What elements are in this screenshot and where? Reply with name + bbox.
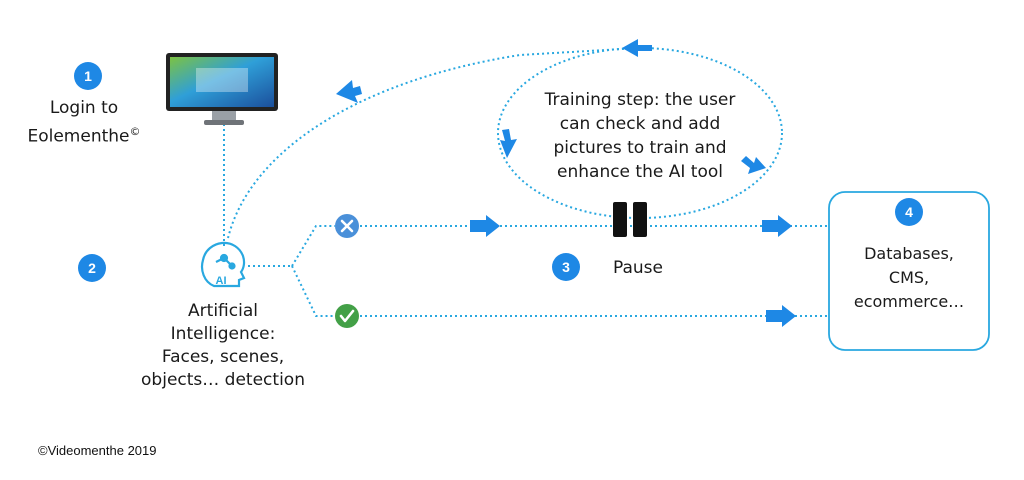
step2-line: Faces, scenes, (161, 347, 285, 367)
destination-box (828, 191, 990, 351)
step1-label: Login to Eolementhe© (14, 97, 154, 149)
arrow-reject-2 (762, 215, 792, 237)
step4-line: CMS, (888, 268, 930, 287)
arrow-approve (766, 305, 796, 327)
flow-arrows (336, 39, 796, 327)
pause-icon (613, 202, 647, 237)
step1-line2: Eolementhe© (14, 120, 154, 149)
training-line: can check and add (559, 114, 721, 134)
arrow-to-monitor (336, 80, 362, 103)
connector-ai-to-monitor-curve (227, 47, 641, 239)
monitor-icon (166, 53, 278, 125)
step-badge-2: 2 (78, 254, 106, 282)
step4-line: ecommerce… (853, 292, 965, 311)
training-label: Training step: the user can check and ad… (525, 88, 755, 184)
step4-line: Databases, (864, 244, 954, 263)
arrow-training-top (622, 39, 652, 57)
step2-line: Artificial (188, 301, 258, 321)
arrow-reject-1 (470, 215, 500, 237)
training-line: Training step: the user (544, 90, 736, 110)
connector-ai-branch (248, 225, 335, 317)
arrow-training-left (500, 129, 517, 158)
pause-label: Pause (613, 258, 663, 278)
training-line: pictures to train and (553, 138, 727, 158)
ai-head-icon: AI (200, 241, 246, 288)
step4-label: Databases, CMS, ecommerce… (838, 242, 980, 314)
step-badge-4: 4 (895, 198, 923, 226)
ai-icon-label: AI (216, 275, 227, 287)
step1-product: Eolementhe (27, 126, 130, 147)
step1-copyright-mark: © (129, 125, 141, 138)
copyright-footer: ©Videomenthe 2019 (38, 443, 157, 458)
step-badge-3: 3 (552, 253, 580, 281)
step2-line: objects… detection (141, 370, 305, 390)
training-line: enhance the AI tool (557, 162, 723, 182)
step-badge-1: 1 (74, 62, 102, 90)
check-circle-icon (335, 304, 359, 328)
step1-line1: Login to (49, 98, 119, 118)
x-circle-icon (335, 214, 359, 238)
step2-label: Artificial Intelligence: Faces, scenes, … (128, 300, 318, 392)
arrow-training-right (741, 156, 766, 174)
step2-line: Intelligence: (170, 324, 276, 344)
